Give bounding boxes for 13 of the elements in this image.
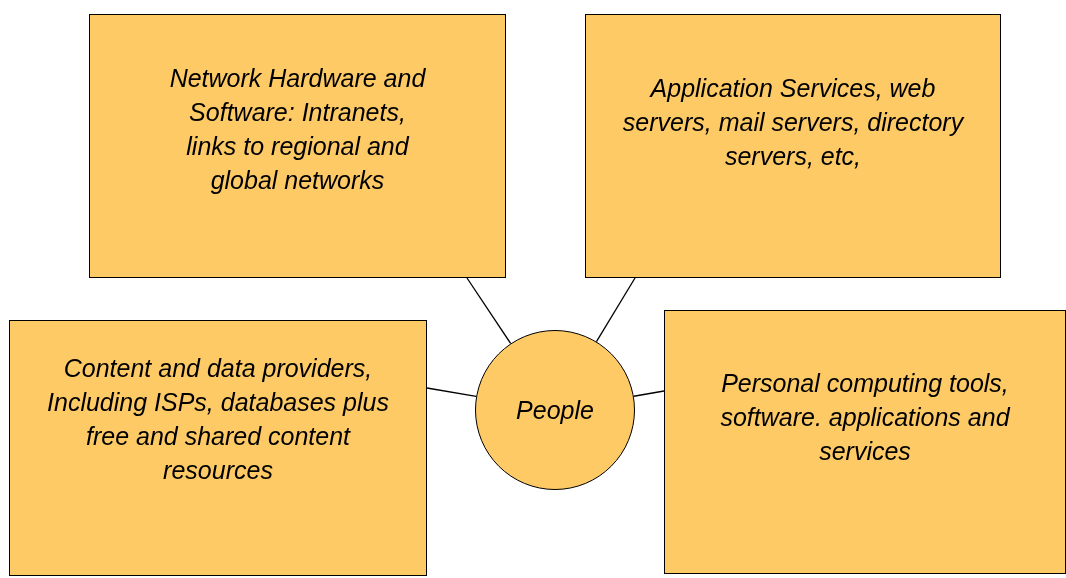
text-box — [585, 14, 1001, 278]
text-box — [664, 310, 1066, 574]
text-box — [9, 320, 427, 576]
text-box — [89, 14, 506, 278]
node-text: Application Services, web servers, mail servers, directory servers, etc, — [621, 73, 966, 172]
node-text: Network Hardware and Software: Intranets, links to regional and global networks — [168, 63, 427, 196]
connector-line — [595, 277, 636, 343]
node-text: Content and data providers, Including ISPs, databases plus free and shared content resources — [46, 353, 390, 486]
node-text: People — [516, 395, 594, 426]
connector-line — [426, 387, 477, 398]
connector-line — [466, 277, 512, 345]
node-text: Personal computing tools, software. applications and services — [719, 368, 1012, 467]
connector-line — [633, 390, 665, 397]
